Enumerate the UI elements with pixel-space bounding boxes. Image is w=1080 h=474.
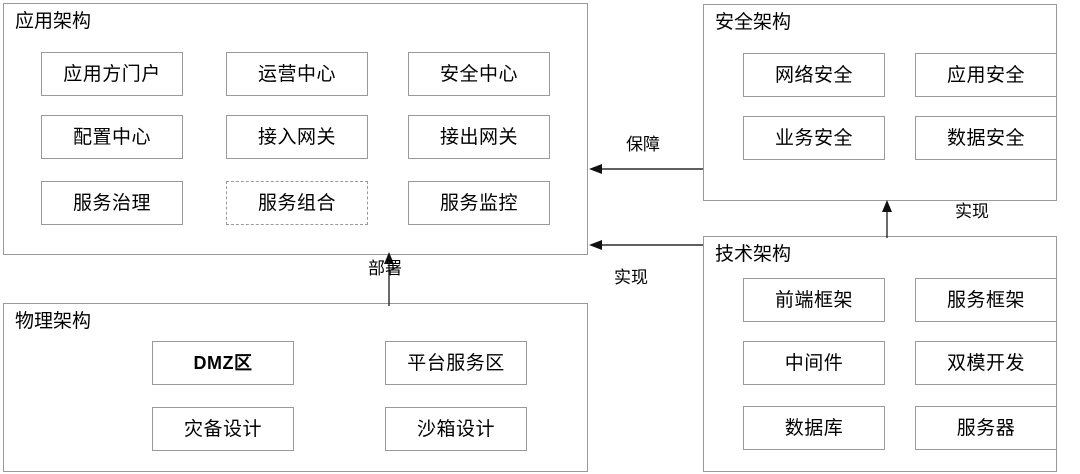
group-title-security: 安全架构: [715, 12, 792, 33]
node-sandbox-design[interactable]: 沙箱设计: [385, 407, 527, 451]
node-application-security[interactable]: 应用安全: [915, 53, 1057, 97]
connector-physical-to-application: [384, 252, 394, 306]
group-title-application: 应用架构: [15, 11, 92, 32]
group-physical-architecture[interactable]: 物理架构 DMZ区 平台服务区 灾备设计 沙箱设计: [3, 303, 588, 472]
node-service-governance[interactable]: 服务治理: [41, 181, 183, 225]
group-title-technology: 技术架构: [715, 244, 792, 265]
node-config-center[interactable]: 配置中心: [41, 115, 183, 159]
node-server[interactable]: 服务器: [915, 406, 1057, 450]
node-data-security[interactable]: 数据安全: [915, 116, 1057, 160]
node-security-center[interactable]: 安全中心: [408, 52, 550, 96]
node-network-security[interactable]: 网络安全: [743, 53, 885, 97]
edge-label-security-to-application: 保障: [626, 135, 660, 154]
group-title-physical: 物理架构: [15, 311, 92, 332]
node-business-security[interactable]: 业务安全: [743, 116, 885, 160]
group-technology-architecture[interactable]: 技术架构 前端框架 服务框架 中间件 双模开发 数据库 服务器: [703, 236, 1057, 472]
connector-security-to-application: [589, 164, 703, 174]
node-dmz-zone[interactable]: DMZ区: [152, 341, 294, 385]
node-database[interactable]: 数据库: [743, 406, 885, 450]
node-operation-center[interactable]: 运营中心: [226, 52, 368, 96]
node-middleware[interactable]: 中间件: [743, 341, 885, 385]
connector-technology-to-security: [882, 200, 892, 238]
node-application-portal[interactable]: 应用方门户: [41, 52, 183, 96]
node-frontend-framework[interactable]: 前端框架: [743, 278, 885, 322]
node-service-monitoring[interactable]: 服务监控: [408, 181, 550, 225]
group-application-architecture[interactable]: 应用架构 应用方门户 运营中心 安全中心 配置中心 接入网关 接出网关 服务治理…: [3, 3, 588, 255]
edge-label-technology-to-security: 实现: [955, 202, 989, 221]
node-egress-gateway[interactable]: 接出网关: [408, 115, 550, 159]
node-ingress-gateway[interactable]: 接入网关: [226, 115, 368, 159]
node-disaster-recovery-design[interactable]: 灾备设计: [152, 407, 294, 451]
node-bimodal-development[interactable]: 双模开发: [915, 341, 1057, 385]
node-service-framework[interactable]: 服务框架: [915, 278, 1057, 322]
edge-label-technology-to-application: 实现: [614, 268, 648, 287]
connector-technology-to-application: [589, 240, 703, 250]
node-service-composition[interactable]: 服务组合: [226, 181, 368, 225]
edge-label-physical-to-application: 部署: [368, 259, 402, 278]
group-security-architecture[interactable]: 安全架构 网络安全 应用安全 业务安全 数据安全: [703, 4, 1057, 201]
node-platform-service-zone[interactable]: 平台服务区: [385, 341, 527, 385]
